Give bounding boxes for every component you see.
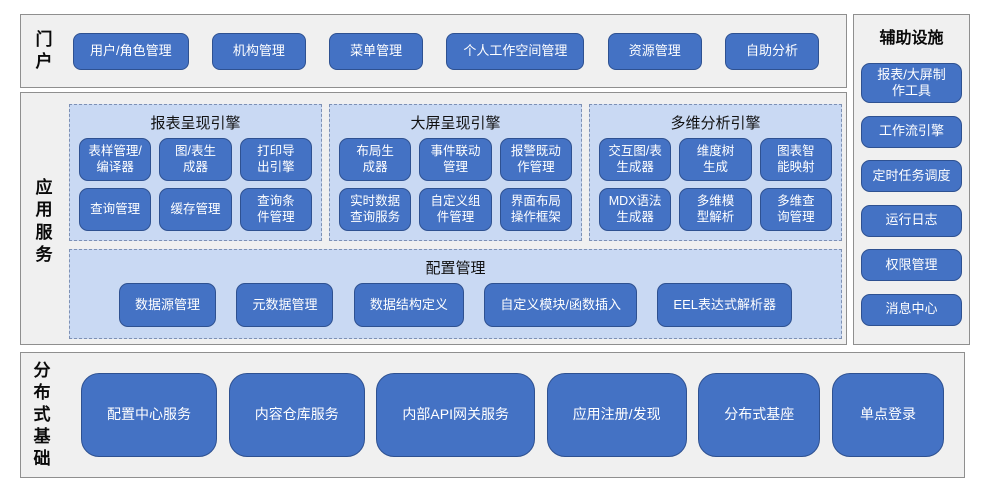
engine-button[interactable]: 布局生 成器 bbox=[339, 138, 412, 181]
portal-button-menu[interactable]: 菜单管理 bbox=[329, 32, 424, 70]
portal-button-row: 用户/角色管理 机构管理 菜单管理 个人工作空间管理 资源管理 自助分析 bbox=[73, 15, 846, 87]
app-services-content: 报表呈现引擎 表样管理/ 编译器 图/表生 成器 打印导 出引擎 查询管理 缓存… bbox=[69, 104, 842, 339]
dist-button-distributed-core[interactable]: 分布式基座 bbox=[698, 373, 821, 457]
engine-button[interactable]: 多维查 询管理 bbox=[759, 188, 832, 231]
bigscreen-engine-grid: 布局生 成器 事件联动 管理 报警既动 作管理 实时数据 查询服务 自定义组 件… bbox=[339, 138, 572, 231]
olap-engine-panel: 多维分析引擎 交互图/表 生成器 维度树 生成 图表智 能映射 MDX语法 生成… bbox=[589, 104, 842, 241]
auxiliary-button-stack: 报表/大屏制 作工具 工作流引擎 定时任务调度 运行日志 权限管理 消息中心 bbox=[854, 48, 969, 344]
engine-button[interactable]: 维度树 生成 bbox=[679, 138, 752, 181]
portal-button-user-role[interactable]: 用户/角色管理 bbox=[73, 32, 189, 70]
engine-button[interactable]: 打印导 出引擎 bbox=[239, 138, 312, 181]
report-engine-title: 报表呈现引擎 bbox=[150, 115, 241, 132]
config-button-custom-module[interactable]: 自定义模块/函数插入 bbox=[484, 283, 637, 327]
engine-button[interactable]: 查询条 件管理 bbox=[239, 188, 312, 231]
portal-button-org[interactable]: 机构管理 bbox=[211, 32, 306, 70]
dist-button-content-repo[interactable]: 内容仓库服务 bbox=[228, 373, 365, 457]
portal-button-selfservice[interactable]: 自助分析 bbox=[724, 32, 819, 70]
engine-button[interactable]: 多维模 型解析 bbox=[679, 188, 752, 231]
engine-button[interactable]: 图/表生 成器 bbox=[159, 138, 232, 181]
engine-button[interactable]: 报警既动 作管理 bbox=[499, 138, 572, 181]
aux-button-workflow[interactable]: 工作流引擎 bbox=[861, 115, 962, 148]
config-button-datasource[interactable]: 数据源管理 bbox=[119, 283, 217, 327]
bigscreen-engine-panel: 大屏呈现引擎 布局生 成器 事件联动 管理 报警既动 作管理 实时数据 查询服务… bbox=[329, 104, 582, 241]
engine-button[interactable]: 实时数据 查询服务 bbox=[339, 188, 412, 231]
engine-button[interactable]: 界面布局 操作框架 bbox=[499, 188, 572, 231]
engine-button[interactable]: 自定义组 件管理 bbox=[419, 188, 492, 231]
report-engine-grid: 表样管理/ 编译器 图/表生 成器 打印导 出引擎 查询管理 缓存管理 查询条 … bbox=[79, 138, 312, 231]
olap-engine-grid: 交互图/表 生成器 维度树 生成 图表智 能映射 MDX语法 生成器 多维模 型… bbox=[599, 138, 832, 231]
engine-button[interactable]: 事件联动 管理 bbox=[419, 138, 492, 181]
aux-button-scheduler[interactable]: 定时任务调度 bbox=[861, 160, 962, 192]
portal-section: 门户 用户/角色管理 机构管理 菜单管理 个人工作空间管理 资源管理 自助分析 bbox=[20, 14, 847, 88]
olap-engine-title: 多维分析引擎 bbox=[670, 115, 761, 132]
engine-row: 报表呈现引擎 表样管理/ 编译器 图/表生 成器 打印导 出引擎 查询管理 缓存… bbox=[69, 104, 842, 241]
bigscreen-engine-title: 大屏呈现引擎 bbox=[410, 115, 501, 132]
distributed-base-label: 分布式基础 bbox=[33, 360, 51, 469]
config-button-datastructure[interactable]: 数据结构定义 bbox=[353, 283, 464, 327]
portal-label: 门户 bbox=[35, 29, 53, 71]
portal-button-workspace[interactable]: 个人工作空间管理 bbox=[446, 32, 585, 70]
config-button-metadata[interactable]: 元数据管理 bbox=[236, 283, 334, 327]
report-engine-panel: 报表呈现引擎 表样管理/ 编译器 图/表生 成器 打印导 出引擎 查询管理 缓存… bbox=[69, 104, 322, 241]
dist-button-config-center[interactable]: 配置中心服务 bbox=[81, 373, 217, 457]
dist-button-api-gateway[interactable]: 内部API网关服务 bbox=[376, 373, 535, 457]
engine-button[interactable]: 交互图/表 生成器 bbox=[599, 138, 672, 181]
dist-button-sso[interactable]: 单点登录 bbox=[831, 373, 944, 457]
aux-button-permission[interactable]: 权限管理 bbox=[861, 249, 962, 281]
app-services-section: 应用服务 报表呈现引擎 表样管理/ 编译器 图/表生 成器 打印导 出引擎 查询… bbox=[20, 92, 847, 345]
distributed-button-row: 配置中心服务 内容仓库服务 内部API网关服务 应用注册/发现 分布式基座 单点… bbox=[81, 353, 964, 477]
config-management-title: 配置管理 bbox=[425, 260, 486, 277]
auxiliary-title: 辅助设施 bbox=[879, 30, 944, 47]
portal-button-resource[interactable]: 资源管理 bbox=[607, 32, 702, 70]
dist-button-app-registry[interactable]: 应用注册/发现 bbox=[546, 373, 687, 457]
engine-button[interactable]: 图表智 能映射 bbox=[759, 138, 832, 181]
aux-button-runlog[interactable]: 运行日志 bbox=[861, 204, 962, 237]
engine-button[interactable]: 表样管理/ 编译器 bbox=[79, 138, 152, 181]
config-button-row: 数据源管理 元数据管理 数据结构定义 自定义模块/函数插入 EEL表达式解析器 bbox=[79, 283, 832, 329]
engine-button[interactable]: MDX语法 生成器 bbox=[599, 188, 672, 231]
auxiliary-section: 辅助设施 报表/大屏制 作工具 工作流引擎 定时任务调度 运行日志 权限管理 消… bbox=[853, 14, 970, 345]
app-services-label: 应用服务 bbox=[35, 178, 53, 264]
aux-button-message-center[interactable]: 消息中心 bbox=[861, 293, 962, 326]
config-button-eel-parser[interactable]: EEL表达式解析器 bbox=[657, 283, 792, 327]
aux-button-report-tool[interactable]: 报表/大屏制 作工具 bbox=[861, 62, 962, 103]
config-management-panel: 配置管理 数据源管理 元数据管理 数据结构定义 自定义模块/函数插入 EEL表达… bbox=[69, 249, 842, 339]
engine-button[interactable]: 查询管理 bbox=[79, 188, 152, 231]
engine-button[interactable]: 缓存管理 bbox=[159, 188, 232, 231]
distributed-base-section: 分布式基础 配置中心服务 内容仓库服务 内部API网关服务 应用注册/发现 分布… bbox=[20, 352, 965, 478]
